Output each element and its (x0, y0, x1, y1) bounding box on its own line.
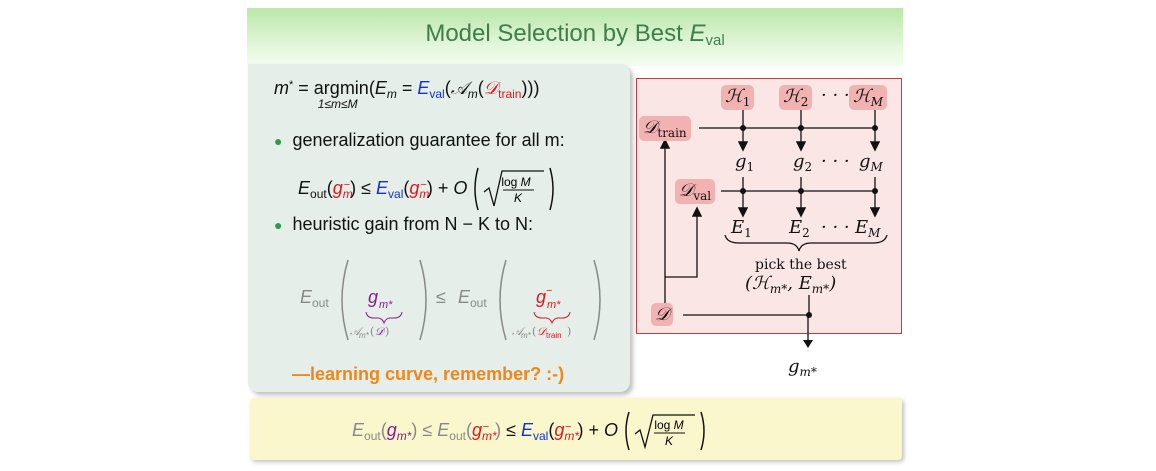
node-Dtrain: 𝒟train (639, 116, 691, 141)
svg-text:m*: m* (379, 299, 393, 311)
svg-text:K: K (514, 191, 523, 205)
svg-text:m*: m* (547, 299, 561, 311)
svg-text:(: ( (532, 325, 536, 338)
svg-text:−: − (546, 285, 552, 297)
diagram-lines (659, 109, 888, 318)
svg-text:K: K (665, 434, 674, 448)
svg-text:g: g (368, 287, 378, 307)
slide-title: Model Selection by Best Eval (425, 20, 725, 49)
final-inequality: Eout(gm*) ≤ Eout(gm*−) ≤ Eval(gm*−) + O … (352, 410, 709, 451)
node-H2: ℋ2 (779, 85, 813, 110)
E1: E1 (731, 217, 752, 240)
learning-curve-note: —learning curve, remember? :-) (292, 364, 565, 384)
svg-text:g: g (536, 287, 546, 307)
sqrt-logM-K-final: log M K (625, 411, 705, 451)
gM: gM (859, 151, 883, 174)
E2: E2 (789, 217, 810, 240)
g2: g2 (793, 151, 813, 174)
node-HM: ℋM (849, 85, 888, 110)
node-D: 𝒟 (651, 303, 674, 326)
bullet-generalization: ●generalization guarantee for all m: (274, 130, 565, 150)
svg-text:E: E (458, 287, 471, 307)
svg-text:m*: m* (359, 331, 370, 340)
g-mstar-output: gm* (788, 356, 817, 379)
validation-diagram: ℋ1 ℋ2 · · · ℋM 𝒟train g1 g2 · · · gM 𝒟va… (636, 78, 902, 334)
svg-text:≤: ≤ (436, 287, 446, 307)
svg-text:m*: m* (521, 331, 532, 340)
svg-text:train: train (546, 331, 562, 340)
svg-text:𝒟: 𝒟 (375, 325, 386, 338)
svg-text:E: E (300, 287, 313, 307)
dots-E: · · · (821, 217, 850, 238)
output-arrow (803, 314, 813, 348)
svg-text:log M: log M (502, 175, 531, 189)
best-pair: (ℋm*, Em*) (745, 273, 837, 296)
node-H1: ℋ1 (721, 85, 755, 110)
title-bar: Model Selection by Best Eval (247, 8, 903, 66)
svg-text:out: out (312, 296, 329, 310)
EM: EM (855, 217, 881, 240)
dots-g: · · · (821, 151, 850, 172)
sqrt-logM-K: log M K (474, 167, 555, 211)
inequality-2-graphic: E out g m* 𝒜 m* ( 𝒟 ) ≤ E out g − m* 𝒜 m… (300, 259, 601, 341)
svg-text:): ) (567, 325, 571, 338)
final-inequality-box: Eout(gm*) ≤ Eout(gm*−) ≤ Eval(gm*−) + O … (250, 398, 902, 460)
inequality-2: E out g m* 𝒜 m* ( 𝒟 ) ≤ E out g − m* 𝒜 m… (300, 256, 620, 346)
bullet-heuristic: ●heuristic gain from N − K to N: (274, 214, 534, 234)
dots-H: · · · (821, 85, 850, 106)
svg-text:): ) (385, 325, 389, 338)
node-Dval: 𝒟val (675, 179, 716, 204)
svg-text:𝒟: 𝒟 (537, 325, 548, 338)
svg-text:out: out (470, 296, 487, 310)
svg-text:(: ( (370, 325, 374, 338)
g1: g1 (735, 151, 755, 174)
pick-the-best: pick the best (755, 257, 847, 273)
inequality-1: Eout(gm−) ≤ Eval(gm−) + O log M K (298, 166, 558, 211)
svg-text:log M: log M (654, 418, 683, 432)
